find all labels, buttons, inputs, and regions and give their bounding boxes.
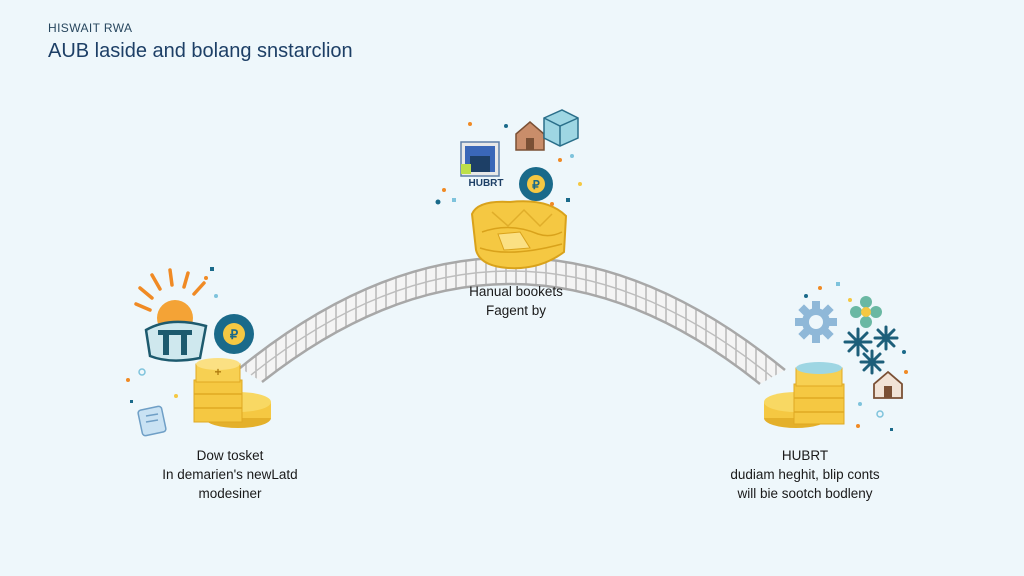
confetti-center	[435, 122, 582, 206]
left-node: ₽ +	[126, 267, 271, 437]
building-icon	[144, 320, 208, 362]
right-node-line: HUBRT	[781, 448, 829, 463]
gear-icon	[795, 301, 837, 343]
center-node-line: Fagent by	[485, 303, 547, 318]
right-node-line: dudiam heghit, blip conts	[730, 467, 880, 482]
left-node-label: Dow tosket In demarien's newLatd modesin…	[130, 446, 330, 503]
right-node	[764, 282, 908, 431]
right-node-line: will bie sootch bodleny	[737, 486, 873, 501]
house-icon	[873, 370, 903, 399]
center-node-label: Hanual bookets Fagent by	[416, 282, 616, 320]
coin-stack-icon	[764, 362, 845, 428]
svg-text:₽: ₽	[532, 178, 540, 192]
monitor-icon: HUBRT	[460, 141, 504, 189]
svg-text:₽: ₽	[230, 327, 239, 342]
left-node-line: In demarien's newLatd	[162, 467, 298, 482]
svg-text:+: +	[214, 365, 221, 379]
left-node-line: Dow tosket	[196, 448, 264, 463]
gold-pile-icon	[470, 200, 568, 270]
confetti-right	[804, 282, 908, 431]
confetti-left	[126, 267, 218, 403]
coin-badge-icon: ₽	[214, 314, 254, 354]
right-node-label: HUBRT dudiam heghit, blip conts will bie…	[710, 446, 900, 503]
coin-stack-icon: +	[193, 358, 271, 428]
monitor-label: HUBRT	[469, 178, 504, 189]
house-icon	[515, 121, 545, 151]
page-title: AUB laside and bolang snstarclion	[48, 40, 353, 62]
coin-badge-icon: ₽	[519, 167, 553, 201]
left-node-line: modesiner	[198, 486, 262, 501]
center-node: HUBRT ₽	[435, 109, 582, 270]
flower-icon	[850, 296, 882, 328]
center-node-line: Hanual bookets	[469, 284, 563, 299]
header-kicker: HISWAIT RWA	[48, 21, 133, 35]
cube-icon	[543, 109, 579, 147]
document-icon	[137, 405, 167, 437]
snowflake-icon	[843, 325, 899, 375]
